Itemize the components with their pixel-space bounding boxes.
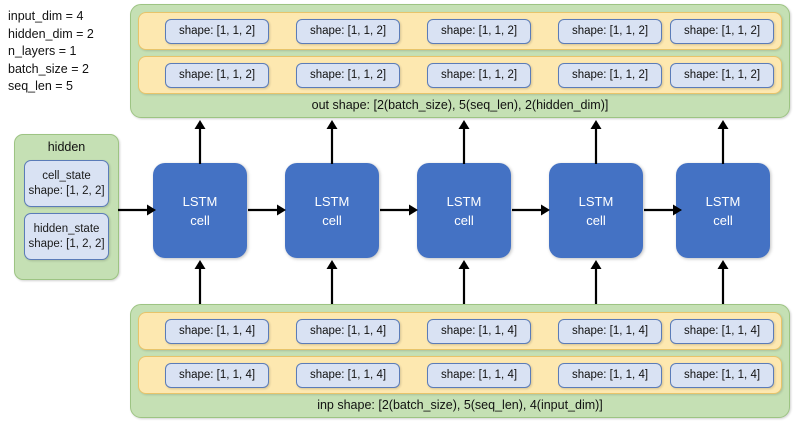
- input-shape-cell: shape: [1, 1, 4]: [296, 318, 400, 344]
- lstm-cell-2: LSTM cell: [285, 163, 379, 258]
- arrow-input-to-cell-2: [325, 260, 339, 304]
- input-shape-cell: shape: [1, 1, 4]: [558, 318, 662, 344]
- input-shape-cell: shape: [1, 1, 4]: [670, 362, 774, 388]
- input-shape-cell: shape: [1, 1, 4]: [165, 318, 269, 344]
- output-shape-cell: shape: [1, 1, 2]: [427, 62, 531, 88]
- lstm-cell-5: LSTM cell: [676, 163, 770, 258]
- hidden-state-label: hidden_state: [33, 222, 100, 235]
- output-shape-cell: shape: [1, 1, 2]: [670, 62, 774, 88]
- arrow-input-to-cell-5: [716, 260, 730, 304]
- output-shape-cell: shape: [1, 1, 2]: [296, 18, 400, 44]
- lstm-cell-4: LSTM cell: [549, 163, 643, 258]
- input-shape-cell: shape: [1, 1, 4]: [427, 362, 531, 388]
- output-shape-cell: shape: [1, 1, 2]: [558, 18, 662, 44]
- cell-state-shape: shape: [1, 2, 2]: [28, 184, 105, 197]
- output-batch-row-0: shape: [1, 1, 2] shape: [1, 1, 2] shape:…: [138, 12, 782, 50]
- output-shape-cell: shape: [1, 1, 2]: [558, 62, 662, 88]
- input-shape-caption: inp shape: [2(batch_size), 5(seq_len), 4…: [317, 398, 603, 412]
- lstm-cell-label-line1: LSTM: [578, 193, 614, 209]
- input-shape-cell: shape: [1, 1, 4]: [165, 362, 269, 388]
- arrow-cell-4-to-output: [589, 120, 603, 164]
- hidden-state-shape: shape: [1, 2, 2]: [28, 237, 105, 250]
- input-shape-cell: shape: [1, 1, 4]: [296, 362, 400, 388]
- arrow-cell-1-to-output: [193, 120, 207, 164]
- output-batch-row-1: shape: [1, 1, 2] shape: [1, 1, 2] shape:…: [138, 56, 782, 94]
- param-line-hidden-dim: hidden_dim = 2: [8, 26, 94, 41]
- arrow-input-to-cell-3: [457, 260, 471, 304]
- cell-state-label: cell_state: [42, 169, 91, 182]
- hidden-state-box: hidden_state shape: [1, 2, 2]: [24, 213, 109, 260]
- output-shape-cell: shape: [1, 1, 2]: [427, 18, 531, 44]
- hidden-group-title: hidden: [47, 140, 86, 154]
- input-batch-row-0: shape: [1, 1, 4] shape: [1, 1, 4] shape:…: [138, 312, 782, 350]
- arrow-cell-3-to-output: [457, 120, 471, 164]
- arrow-cell-2-to-cell-3: [380, 203, 418, 217]
- output-shape-cell: shape: [1, 1, 2]: [296, 62, 400, 88]
- param-line-seq-len: seq_len = 5: [8, 79, 73, 93]
- arrow-cell-2-to-output: [325, 120, 339, 164]
- lstm-cell-label-line2: cell: [713, 212, 733, 228]
- input-shape-cell: shape: [1, 1, 4]: [558, 362, 662, 388]
- lstm-cell-label-line1: LSTM: [705, 193, 741, 209]
- lstm-cell-label-line1: LSTM: [314, 193, 350, 209]
- lstm-cell-label-line2: cell: [190, 212, 210, 228]
- input-group: shape: [1, 1, 4] shape: [1, 1, 4] shape:…: [130, 304, 790, 418]
- output-shape-caption: out shape: [2(batch_size), 5(seq_len), 2…: [311, 98, 609, 112]
- output-group: shape: [1, 1, 2] shape: [1, 1, 2] shape:…: [130, 4, 790, 118]
- input-batch-row-1: shape: [1, 1, 4] shape: [1, 1, 4] shape:…: [138, 356, 782, 394]
- arrow-hidden-to-cell-1: [118, 203, 156, 217]
- arrow-cell-5-to-output: [716, 120, 730, 164]
- lstm-cell-label-line1: LSTM: [446, 193, 482, 209]
- arrow-input-to-cell-1: [193, 260, 207, 304]
- cell-state-box: cell_state shape: [1, 2, 2]: [24, 160, 109, 207]
- param-line-batch-size: batch_size = 2: [8, 61, 89, 76]
- lstm-cell-1: LSTM cell: [153, 163, 247, 258]
- hidden-state-group: hidden cell_state shape: [1, 2, 2] hidde…: [14, 134, 119, 280]
- lstm-cell-label-line2: cell: [322, 212, 342, 228]
- output-shape-cell: shape: [1, 1, 2]: [165, 18, 269, 44]
- input-shape-cell: shape: [1, 1, 4]: [427, 318, 531, 344]
- arrow-cell-4-to-cell-5: [644, 203, 682, 217]
- output-shape-cell: shape: [1, 1, 2]: [670, 18, 774, 44]
- lstm-cell-label-line2: cell: [454, 212, 474, 228]
- parameters-block: input_dim = 4 hidden_dim = 2 n_layers = …: [8, 8, 128, 96]
- arrow-cell-3-to-cell-4: [512, 203, 550, 217]
- arrow-cell-1-to-cell-2: [248, 203, 286, 217]
- input-shape-cell: shape: [1, 1, 4]: [670, 318, 774, 344]
- param-line-n-layers: n_layers = 1: [8, 44, 77, 58]
- lstm-cell-3: LSTM cell: [417, 163, 511, 258]
- lstm-cell-label-line1: LSTM: [182, 193, 218, 209]
- param-line-input-dim: input_dim = 4: [8, 9, 84, 23]
- arrow-input-to-cell-4: [589, 260, 603, 304]
- lstm-cell-label-line2: cell: [586, 212, 606, 228]
- output-shape-cell: shape: [1, 1, 2]: [165, 62, 269, 88]
